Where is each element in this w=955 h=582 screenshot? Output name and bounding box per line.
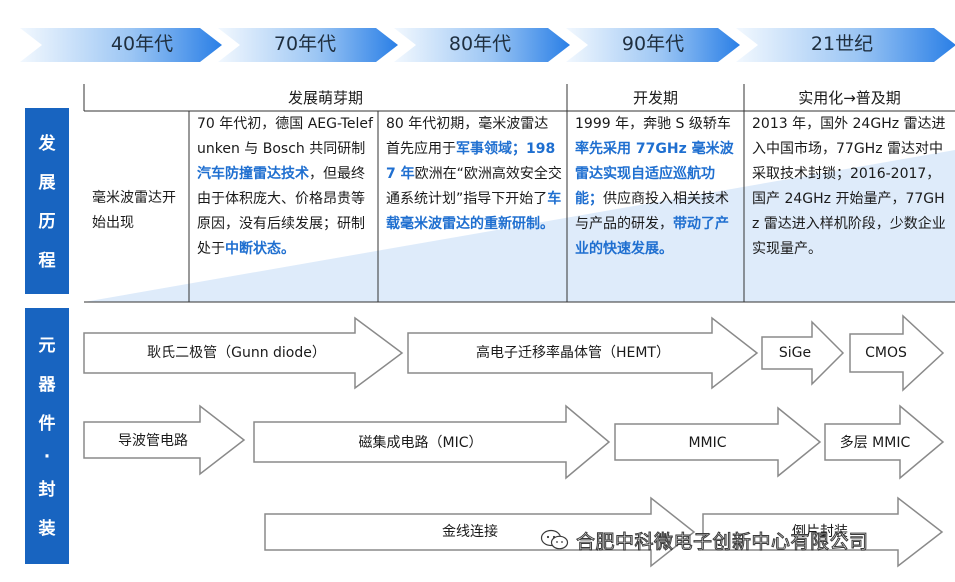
side-char: 历 (38, 212, 56, 232)
arrow-label-sige: SiGe (778, 345, 812, 361)
side-char: 元 (38, 336, 56, 356)
side-char: 程 (38, 251, 56, 271)
era-label-70s: 70年代 (273, 33, 337, 55)
watermark-text: 合肥中科微电子创新中心有限公司 (576, 530, 869, 553)
era-label-21c: 21世纪 (810, 33, 874, 55)
history-text: 供应商投入相关技术与产品的研发， (575, 191, 729, 232)
arrow-waveguide (83, 404, 246, 476)
arrow-label-hemt: 高电子迁移率晶体管（HEMT） (475, 345, 670, 361)
arrow-label-wire-bonding: 金线连接 (442, 524, 498, 540)
timeline-chevron-70s (218, 28, 398, 62)
history-highlight-text: 军事领域； (456, 141, 526, 157)
arrow-label-multilayer-mmic: 多层 MMIC (839, 435, 911, 451)
history-cell-21c: 2013 年，国外 24GHz 雷达进入中国市场，77GHz 雷达对中采取技术封… (752, 112, 948, 262)
timeline-chevron-40s (20, 28, 222, 62)
timeline-band (20, 28, 955, 62)
side-label-components: 元 器 件 · 封 装 (25, 308, 69, 564)
arrow-gunn (83, 316, 404, 390)
arrow-hemt (407, 316, 759, 390)
arrow-label-gunn: 耿氏二极管（Gunn diode） (147, 345, 326, 361)
arrow-flip-chip (702, 496, 944, 568)
history-text: 80 年代初期，毫米波雷达首先应用于 (386, 116, 549, 157)
arrow-wire-bonding (264, 496, 696, 568)
arrow-label-mmic: MMIC (688, 435, 727, 451)
timeline-chevron-80s (394, 28, 570, 62)
arrow-cmos (849, 314, 945, 392)
history-cell-90s: 1999 年，奔驰 S 级轿车率先采用 77GHz 毫米波雷达实现自适应巡航功能… (575, 112, 741, 262)
history-highlight-text: 1987 年 (386, 141, 556, 182)
history-highlight-text: 汽车防撞雷达技术 (197, 166, 309, 182)
arrow-label-flip-chip: 倒片封装 (792, 524, 848, 540)
era-label-90s: 90年代 (621, 33, 685, 55)
history-highlight-text: 中断状态。 (225, 241, 295, 257)
history-cell-70s: 70 年代初，德国 AEG-Telefunken 与 Bosch 共同研制汽车防… (197, 112, 373, 262)
arrow-mmic (614, 406, 822, 478)
side-char: 器 (38, 375, 56, 395)
arrow-multilayer-mmic (824, 404, 945, 480)
arrow-sige (761, 320, 845, 386)
side-char: 装 (38, 519, 56, 539)
history-highlight-text: 车载毫米波雷达的重新研制。 (386, 191, 562, 232)
history-text: 1999 年，奔驰 S 级轿车 (575, 116, 731, 132)
history-cell-40s: 毫米波雷达开始出现 (92, 186, 184, 236)
history-highlight-text: 带动了产业的快速发展。 (575, 216, 729, 257)
era-label-40s: 40年代 (110, 33, 174, 55)
timeline-chevron-90s (566, 28, 740, 62)
timeline-chevron-21c (736, 28, 955, 62)
arrow-label-mic: 磁集成电路（MIC） (358, 435, 483, 451)
side-char: 发 (38, 134, 56, 154)
wechat-icon (540, 529, 569, 550)
side-char: 展 (38, 173, 56, 193)
history-text: ，但最终由于体积庞大、价格昂贵等原因，没有后续发展；研制处于 (197, 166, 365, 257)
history-highlight-text: 率先采用 77GHz 毫米波雷达实现自适应巡航功能； (575, 141, 734, 207)
era-label-80s: 80年代 (448, 33, 512, 55)
history-text: 2013 年，国外 24GHz 雷达进入中国市场，77GHz 雷达对中采取技术封… (752, 116, 946, 257)
history-cell-80s: 80 年代初期，毫米波雷达首先应用于军事领域；1987 年欧洲在“欧洲高效安全交… (386, 112, 562, 237)
side-char: 封 (38, 480, 56, 500)
arrow-label-waveguide: 导波管电路 (118, 433, 188, 449)
side-label-history: 发 展 历 程 (25, 108, 69, 294)
history-text: 70 年代初，德国 AEG-Telefunken 与 Bosch 共同研制 (197, 116, 373, 157)
side-char: · (43, 447, 51, 467)
history-text: 欧洲在“欧洲高效安全交通系统计划”指导下开始了 (386, 166, 562, 207)
phase-sprout: 发展萌芽期 (287, 89, 363, 107)
watermark: 合肥中科微电子创新中心有限公司 (540, 526, 950, 554)
side-char: 件 (38, 414, 56, 434)
history-text: 毫米波雷达开始出现 (92, 190, 176, 231)
arrow-mic (253, 404, 611, 480)
phase-development: 开发期 (632, 89, 678, 107)
phase-practical: 实用化→普及期 (798, 89, 901, 107)
arrow-label-cmos: CMOS (865, 345, 907, 361)
